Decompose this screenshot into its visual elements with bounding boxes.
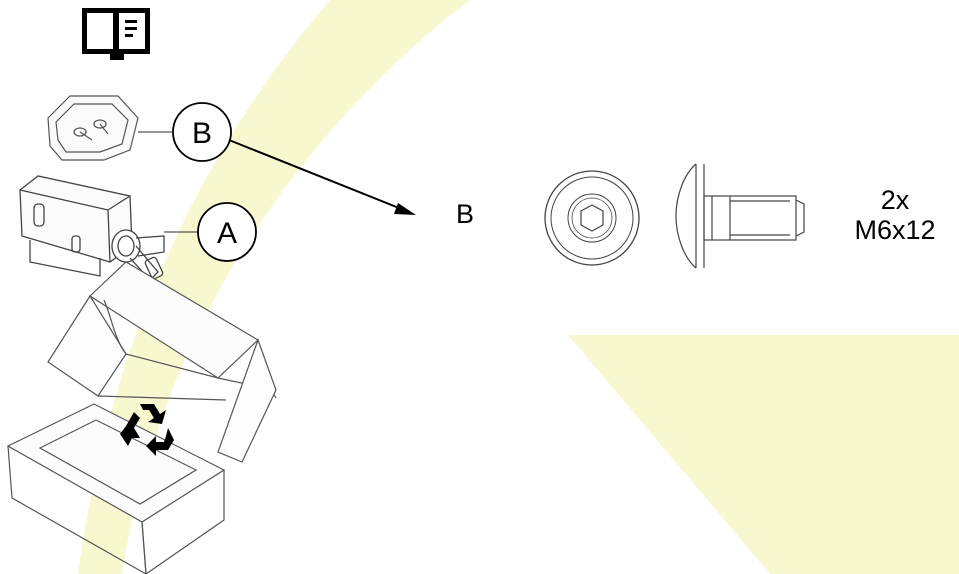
detail-arrow-head: [394, 203, 416, 215]
background-highlight-triangle: [568, 335, 959, 574]
screw-bag-tray: [47, 95, 139, 161]
screw-head-front-view: [544, 170, 640, 266]
screw-quantity: 2x: [880, 185, 910, 215]
recycle-icon: [120, 404, 174, 456]
detail-label: B: [456, 199, 475, 229]
screw-spec: 2x M6x12: [840, 185, 950, 245]
callout-a-circle: [197, 202, 257, 262]
callout-b-circle: [172, 102, 232, 162]
manual-book-icon: [82, 8, 150, 60]
cardboard-box: [6, 261, 277, 574]
callout-a-letter: A: [217, 217, 237, 250]
screw-size: M6x12: [854, 214, 936, 245]
callout-b-letter: B: [192, 117, 212, 150]
screw-side-view: [675, 163, 805, 269]
detail-arrow-line: [228, 139, 405, 211]
lock-assembly: [19, 175, 165, 281]
